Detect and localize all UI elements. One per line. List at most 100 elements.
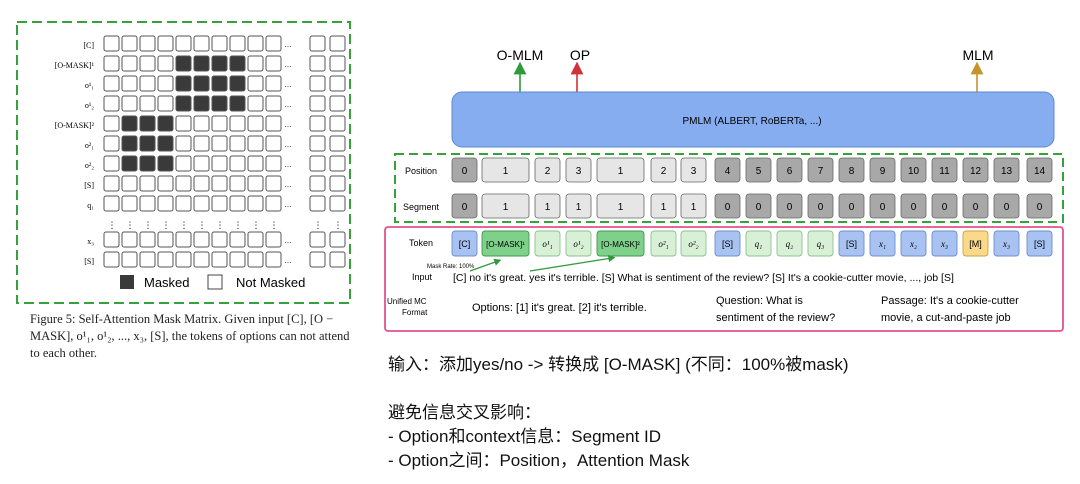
unified-passage-1: Passage: It's a cookie-cutter [881, 295, 1019, 307]
matrix-vdots: ⋮ [314, 220, 323, 230]
unmasked-cell [157, 95, 174, 112]
masked-cell [175, 55, 192, 72]
token-value: o¹₂ [573, 239, 583, 249]
unmasked-cell [103, 55, 120, 72]
token-value: q₁ [755, 239, 763, 249]
unmasked-cell [211, 231, 228, 248]
unified-question-1: Question: What is [716, 295, 803, 307]
token-cell [650, 230, 677, 257]
segment-cell [565, 193, 592, 219]
segment-value: 0 [787, 202, 793, 213]
matrix-ellipsis: ... [285, 236, 292, 245]
unmasked-cell [175, 155, 192, 172]
matrix-row-label: [O-MASK]² [55, 121, 95, 130]
matrix-vdots: ⋮ [144, 220, 153, 230]
unmasked-cell [121, 195, 138, 212]
position-value: 2 [545, 166, 551, 177]
matrix-ellipsis: ... [285, 100, 292, 109]
unmasked-cell [157, 175, 174, 192]
unmasked-cell [211, 155, 228, 172]
unmasked-cell [247, 95, 264, 112]
matrix-legend: Masked Not Masked [120, 274, 305, 290]
position-value: 2 [661, 166, 667, 177]
position-cell [869, 157, 896, 183]
legend-not-masked: Not Masked [236, 275, 305, 290]
token-cell [745, 230, 772, 257]
position-value: 10 [908, 166, 920, 177]
matrix-vdots: ⋮ [270, 220, 279, 230]
mask-arrow-1 [469, 258, 502, 272]
token-cell [776, 230, 803, 257]
masked-cell [211, 95, 228, 112]
token-cell [900, 230, 927, 257]
position-value: 11 [939, 166, 950, 177]
unmasked-cell [139, 75, 156, 92]
unmasked-cell [329, 75, 346, 92]
unmasked-cell [211, 175, 228, 192]
matrix-ellipsis: ... [285, 120, 292, 129]
matrix-vdots: ⋮ [234, 220, 243, 230]
pmlm-label: PMLM (ALBERT, RoBERTa, ...) [682, 116, 821, 127]
masked-cell [175, 75, 192, 92]
unmasked-cell [121, 75, 138, 92]
unmasked-cell [229, 115, 246, 132]
matrix-vdots: ⋮ [216, 220, 225, 230]
unmasked-cell [309, 175, 326, 192]
matrix-ellipsis: ... [285, 60, 292, 69]
token-value: o²₂ [688, 239, 698, 249]
segment-value: 1 [576, 202, 582, 213]
unmasked-cell [103, 195, 120, 212]
segment-value: 0 [462, 202, 468, 213]
unmasked-cell [175, 195, 192, 212]
note-line-1: 输入：添加yes/no -> 转换成 [O-MASK] (不同：100%被mas… [388, 355, 849, 374]
token-value: [O-MASK]² [601, 240, 640, 249]
segment-label: Segment [403, 202, 440, 212]
unmasked-cell [265, 155, 282, 172]
unmasked-cell [175, 175, 192, 192]
token-value: [S] [722, 239, 733, 249]
unified-options: Options: [1] it's great. [2] it's terrib… [472, 302, 647, 314]
position-value: 8 [849, 166, 855, 177]
matrix-row-label: o²₂ [85, 161, 94, 170]
unmasked-cell [175, 251, 192, 268]
unmasked-cell [329, 135, 346, 152]
unmasked-cell [103, 155, 120, 172]
position-cell [1026, 157, 1053, 183]
masked-cell [121, 135, 138, 152]
matrix-row-label: o²₁ [85, 141, 94, 150]
unmasked-cell [121, 175, 138, 192]
unmasked-cell [193, 155, 210, 172]
matrix-ellipsis: ... [285, 200, 292, 209]
unmasked-cell [139, 251, 156, 268]
unmasked-cell [309, 115, 326, 132]
token-cell [481, 230, 530, 257]
matrix-row-labels: [C][O-MASK]¹o¹₁o¹₂[O-MASK]²o²₁o²₂[S]q₁x₃… [55, 41, 95, 266]
masked-cell [139, 155, 156, 172]
mask-matrix-figure: [C][O-MASK]¹o¹₁o¹₂[O-MASK]²o²₁o²₂[S]q₁x₃… [16, 21, 351, 304]
unmasked-cell [265, 75, 282, 92]
masked-cell [121, 155, 138, 172]
unmasked-cell [329, 175, 346, 192]
token-cell [807, 230, 834, 257]
masked-cell [157, 135, 174, 152]
token-cell [680, 230, 707, 257]
segment-cell [650, 193, 677, 219]
unmasked-cell [329, 115, 346, 132]
unmasked-cell [329, 55, 346, 72]
matrix-row-label: x₃ [87, 237, 94, 246]
segment-cell [745, 193, 772, 219]
unmasked-cell [211, 135, 228, 152]
matrix-vdots: ⋮ [334, 220, 343, 230]
unmasked-cell [309, 95, 326, 112]
unmasked-cell [211, 115, 228, 132]
head-o-mlm: O-MLM [497, 47, 544, 63]
unmasked-cell [103, 75, 120, 92]
token-label: Token [409, 238, 433, 248]
token-cell [534, 230, 561, 257]
matrix-vdots: ⋮ [126, 220, 135, 230]
position-cell [993, 157, 1020, 183]
position-cell [838, 157, 865, 183]
mask-arrow-2 [529, 255, 616, 272]
masked-cell [139, 135, 156, 152]
